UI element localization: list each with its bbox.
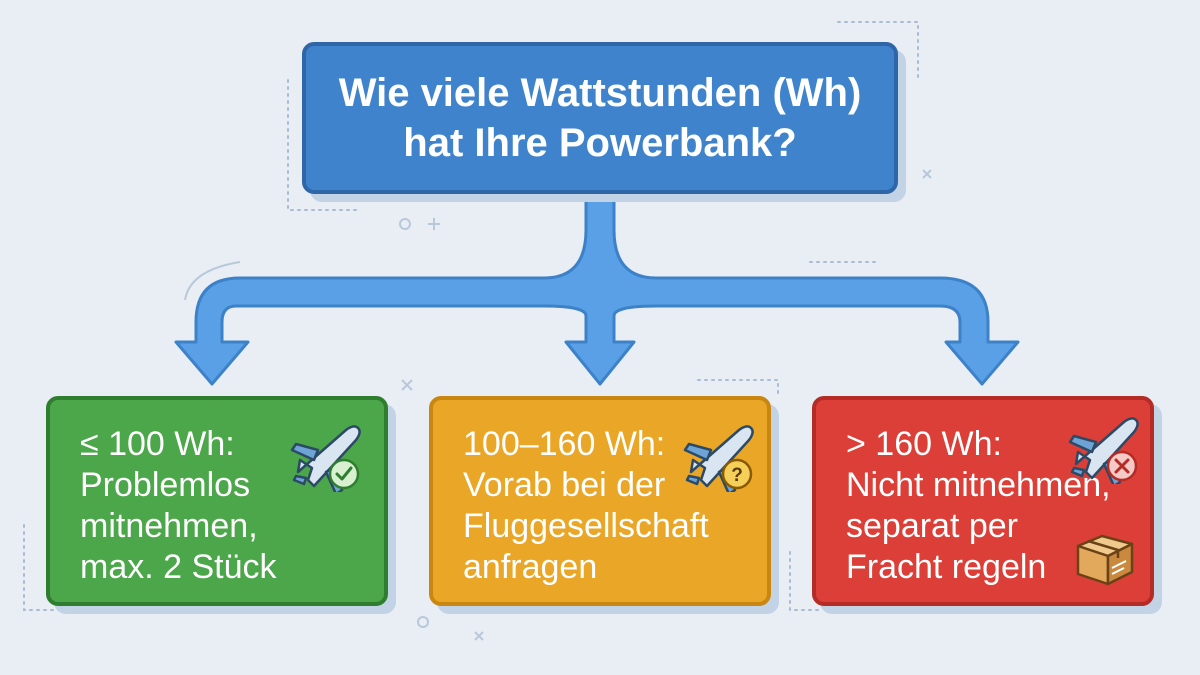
option-box-mid: 100–160 Wh: Vorab bei der Fluggesellscha… <box>429 396 771 606</box>
option-text: max. 2 Stück <box>80 548 277 586</box>
airplane-cross-icon <box>1068 417 1139 484</box>
option-heading: > 160 Wh: <box>846 425 1002 463</box>
option-text: anfragen <box>463 548 598 586</box>
option-text: Problemlos <box>80 466 251 504</box>
option-text: Fracht regeln <box>846 548 1047 586</box>
option-heading: 100–160 Wh: <box>463 425 666 463</box>
cargo-box-icon <box>1076 534 1134 586</box>
airplane-question-icon: ? <box>683 425 754 492</box>
option-text: Fluggesellschaft <box>463 507 709 545</box>
option-text: Vorab bei der <box>463 466 666 504</box>
question-box: Wie viele Wattstunden (Wh) hat Ihre Powe… <box>302 42 898 194</box>
svg-text:?: ? <box>731 465 743 486</box>
option-text: Nicht mitnehmen, <box>846 466 1111 504</box>
question-line-2: hat Ihre Powerbank? <box>403 121 797 165</box>
question-line-1: Wie viele Wattstunden (Wh) <box>338 71 862 115</box>
option-box-low: ≤ 100 Wh: Problemlos mitnehmen, max. 2 S… <box>46 396 388 606</box>
airplane-check-icon <box>290 425 361 492</box>
option-box-high: > 160 Wh: Nicht mitnehmen, separat per F… <box>812 396 1154 606</box>
option-heading: ≤ 100 Wh: <box>80 425 235 463</box>
option-text: separat per <box>846 507 1018 545</box>
option-text: mitnehmen, <box>80 507 258 545</box>
arrow-stem <box>174 194 1020 386</box>
